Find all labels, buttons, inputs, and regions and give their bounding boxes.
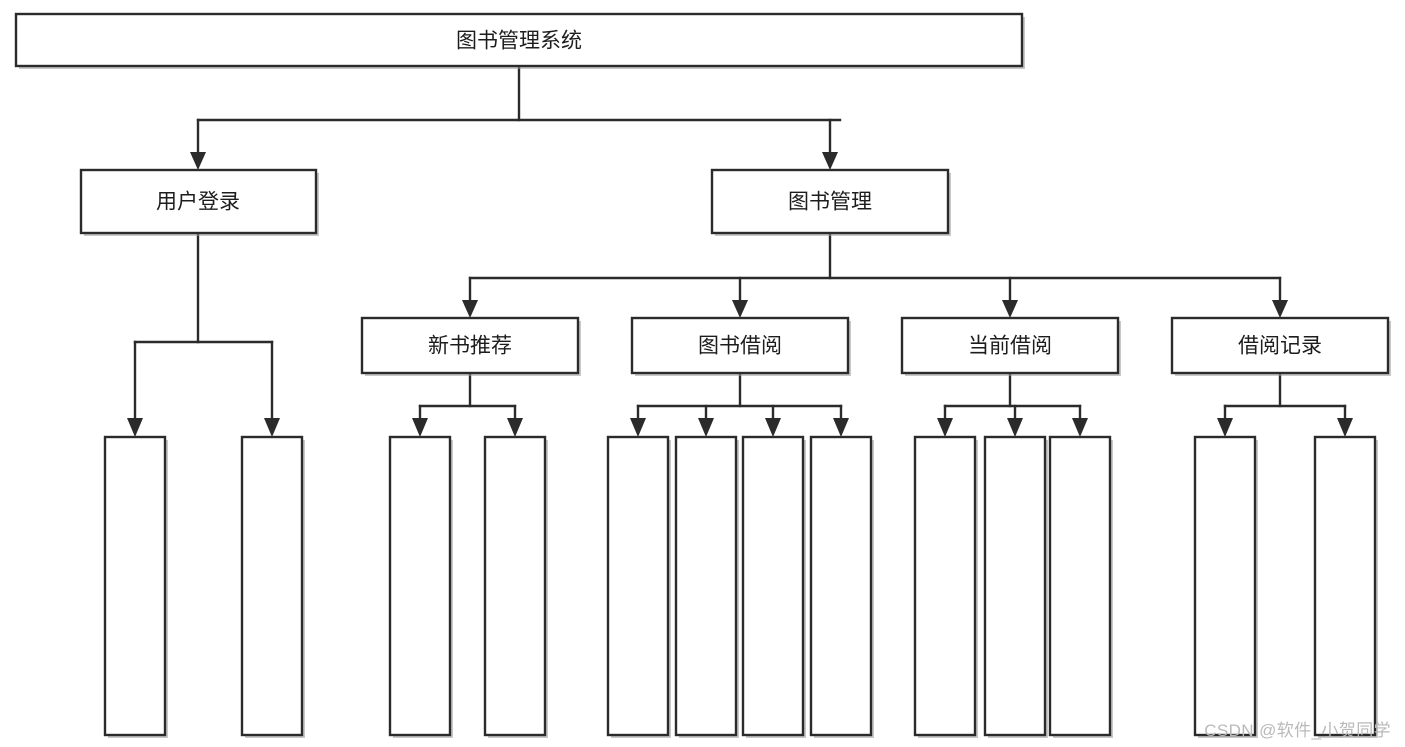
node-rect [388, 435, 452, 737]
arrow-icon-userlogin-leaf1 [127, 418, 143, 437]
arrow-icon-newbook-leaf1 [412, 418, 428, 437]
csdn-watermark: CSDN @软件_小贺同学 [1204, 721, 1391, 740]
arrow-icon-borrow-leaf2 [698, 418, 714, 437]
node-leaf-borrow-book[interactable] [809, 435, 874, 738]
arrow-icon-newbook [462, 300, 478, 318]
node-rect [360, 316, 580, 375]
arrowhead-layer [127, 152, 1353, 437]
node-layer: 图书管理系统 用户登录 图书管理 新书推荐 [14, 12, 1391, 738]
node-leaf-add-book-admin[interactable] [674, 435, 739, 738]
node-rect [1193, 435, 1257, 737]
node-rect [103, 435, 167, 737]
node-leaf-search-book-current[interactable] [913, 435, 978, 738]
leaf-layer [103, 435, 1378, 738]
arrow-icon-current [1002, 300, 1018, 318]
arrow-icon-userlogin-leaf2 [264, 418, 280, 437]
arrow-icon-borrow-leaf3 [765, 418, 781, 437]
node-rect [674, 435, 738, 737]
connector-layer [133, 64, 1347, 420]
arrow-icon-record-leaf2 [1337, 418, 1353, 437]
node-leaf-edit-book-admin[interactable] [741, 435, 806, 738]
node-label-root: 图书管理系统 [456, 30, 582, 53]
node-leaf-search-book-borrow[interactable] [606, 435, 671, 738]
node-root[interactable]: 图书管理系统 [14, 12, 1025, 69]
arrow-icon-record [1272, 300, 1288, 318]
node-leaf-borrow-book-new[interactable] [483, 435, 548, 738]
node-leaf-search-borrow-record[interactable] [1313, 435, 1378, 738]
node-label-borrow-record: 借阅记录 [1238, 335, 1322, 358]
node-leaf-search-book-new[interactable] [388, 435, 453, 738]
node-label-new-book-recommend: 新书推荐 [428, 335, 512, 358]
arrow-icon-user-login [190, 152, 206, 170]
node-rect [14, 12, 1024, 68]
node-leaf-return-book[interactable] [983, 435, 1048, 738]
node-rect [630, 316, 850, 375]
node-rect [483, 435, 547, 737]
node-rect [710, 168, 950, 235]
node-rect [606, 435, 670, 737]
node-rect [900, 316, 1120, 375]
node-label-current-borrow: 当前借阅 [968, 335, 1052, 358]
node-label-book-management: 图书管理 [788, 191, 872, 214]
node-leaf-add-borrow-record[interactable] [1193, 435, 1258, 738]
node-new-book-recommend[interactable]: 新书推荐 [360, 316, 581, 376]
arrow-icon-borrow [732, 300, 748, 318]
node-rect [809, 435, 873, 737]
arrow-icon-borrow-leaf1 [630, 418, 646, 437]
arrow-icon-newbook-leaf2 [507, 418, 523, 437]
arrow-icon-current-leaf3 [1072, 418, 1088, 437]
arrow-icon-borrow-leaf4 [833, 418, 849, 437]
node-rect [79, 168, 318, 235]
node-label-user-login: 用户登录 [156, 191, 240, 214]
arrow-icon-book-manage [822, 152, 838, 170]
node-rect [240, 435, 304, 737]
node-rect [1313, 435, 1377, 737]
node-current-borrow[interactable]: 当前借阅 [900, 316, 1121, 376]
node-rect [1170, 316, 1390, 375]
node-borrow-record[interactable]: 借阅记录 [1170, 316, 1391, 376]
node-label-book-borrow: 图书借阅 [698, 335, 782, 358]
node-rect [913, 435, 977, 737]
arrow-icon-current-leaf2 [1007, 418, 1023, 437]
node-rect [741, 435, 805, 737]
node-book-borrow[interactable]: 图书借阅 [630, 316, 851, 376]
node-leaf-user-login[interactable] [103, 435, 168, 738]
node-leaf-confirm-return-admin[interactable] [1048, 435, 1113, 738]
arrow-icon-record-leaf1 [1217, 418, 1233, 437]
arrow-icon-current-leaf1 [937, 418, 953, 437]
node-user-login[interactable]: 用户登录 [79, 168, 319, 236]
node-rect [983, 435, 1047, 737]
node-leaf-logout[interactable] [240, 435, 305, 738]
node-book-management[interactable]: 图书管理 [710, 168, 951, 236]
node-rect [1048, 435, 1112, 737]
